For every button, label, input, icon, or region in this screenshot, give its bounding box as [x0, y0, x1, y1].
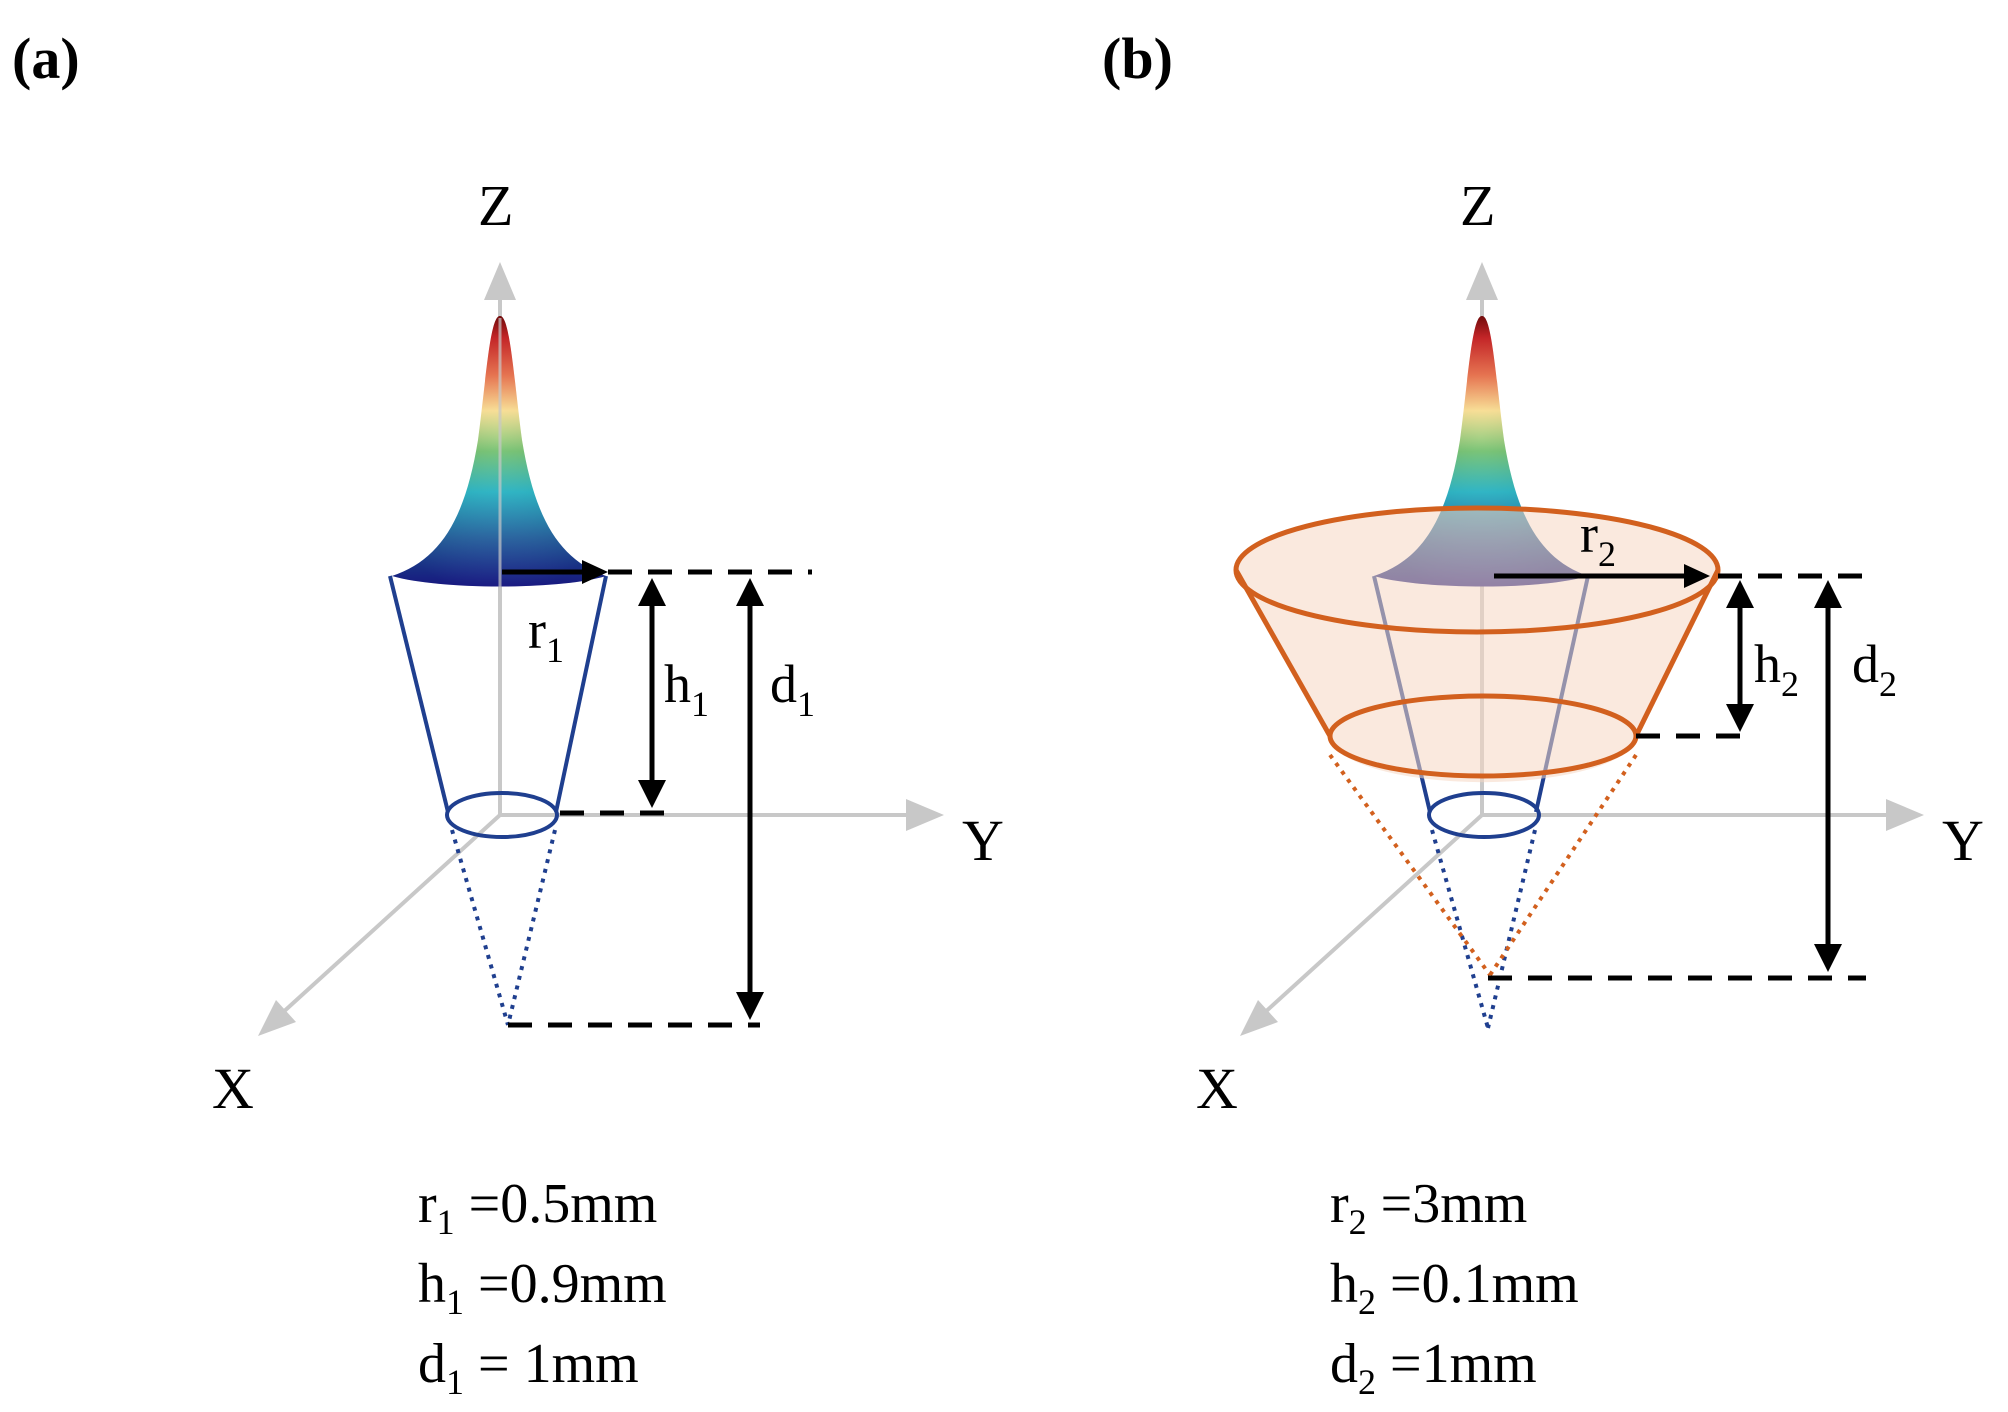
- gaussian-shading-b: [1374, 315, 1588, 587]
- arrow-head-icon: [1726, 580, 1754, 608]
- arrow-head-icon: [582, 560, 608, 584]
- x-axis-a: [278, 813, 502, 1017]
- panel-label-b: (b): [1102, 26, 1173, 91]
- arrow-head-icon: [1814, 944, 1842, 972]
- radius-label-a: r1: [528, 600, 564, 670]
- y-axis-arrow-icon: [1886, 799, 1924, 831]
- params-a: r1 =0.5mm h1 =0.9mm d1 = 1mm: [418, 1173, 667, 1402]
- arrow-head-icon: [1726, 704, 1754, 732]
- z-axis-label-b: Z: [1460, 173, 1495, 238]
- param-h1: h1 =0.9mm: [418, 1253, 667, 1322]
- cone-dotted-inner-b: [1430, 829, 1537, 1029]
- y-axis-label-b: Y: [1942, 808, 1984, 873]
- param-h2: h2 =0.1mm: [1330, 1253, 1579, 1322]
- z-axis-arrow-icon: [484, 262, 516, 300]
- cone-dotted-outer-b: [1328, 753, 1638, 977]
- arrow-head-icon: [638, 578, 666, 606]
- inner-cone-a: [388, 575, 608, 839]
- arrow-head-icon: [736, 992, 764, 1020]
- x-axis-b: [1260, 813, 1484, 1017]
- arrow-head-icon: [736, 578, 764, 606]
- inner-ellipse-a: [445, 791, 559, 839]
- reference-lines-b: [1488, 573, 1866, 981]
- param-r2: r2 =3mm: [1330, 1173, 1527, 1242]
- panel-a: (a) Z Y X r1: [12, 26, 1004, 1402]
- x-axis-label-b: X: [1196, 1056, 1238, 1121]
- z-axis-label-a: Z: [478, 173, 513, 238]
- panel-b: (b) Z Y X: [1102, 26, 1984, 1402]
- height-label-a: h1: [664, 654, 709, 724]
- axes-a: [258, 262, 944, 1036]
- radius-label-b: r2: [1580, 504, 1616, 574]
- arrow-head-icon: [638, 780, 666, 808]
- x-axis-arrow-icon: [258, 1000, 296, 1036]
- params-b: r2 =3mm h2 =0.1mm d2 =1mm: [1330, 1173, 1579, 1402]
- y-axis-arrow-icon: [906, 799, 944, 831]
- cone-dotted-a: [450, 829, 557, 1026]
- x-axis-label-a: X: [212, 1056, 254, 1121]
- param-r1: r1 =0.5mm: [418, 1173, 657, 1242]
- panel-label-a: (a): [12, 26, 80, 91]
- depth-label-b: d2: [1852, 634, 1897, 704]
- arrow-head-icon: [1814, 580, 1842, 608]
- param-d2: d2 =1mm: [1330, 1333, 1537, 1402]
- param-d1: d1 = 1mm: [418, 1333, 639, 1402]
- height-label-b: h2: [1754, 634, 1799, 704]
- arrow-head-icon: [1684, 564, 1710, 588]
- reference-lines-a: [508, 569, 812, 1028]
- inner-ellipse-b: [1427, 791, 1541, 839]
- z-axis-arrow-icon: [1466, 262, 1498, 300]
- outer-cone-b: [1236, 508, 1718, 783]
- depth-label-a: d1: [770, 654, 815, 724]
- x-axis-arrow-icon: [1240, 1000, 1278, 1036]
- y-axis-label-a: Y: [962, 808, 1004, 873]
